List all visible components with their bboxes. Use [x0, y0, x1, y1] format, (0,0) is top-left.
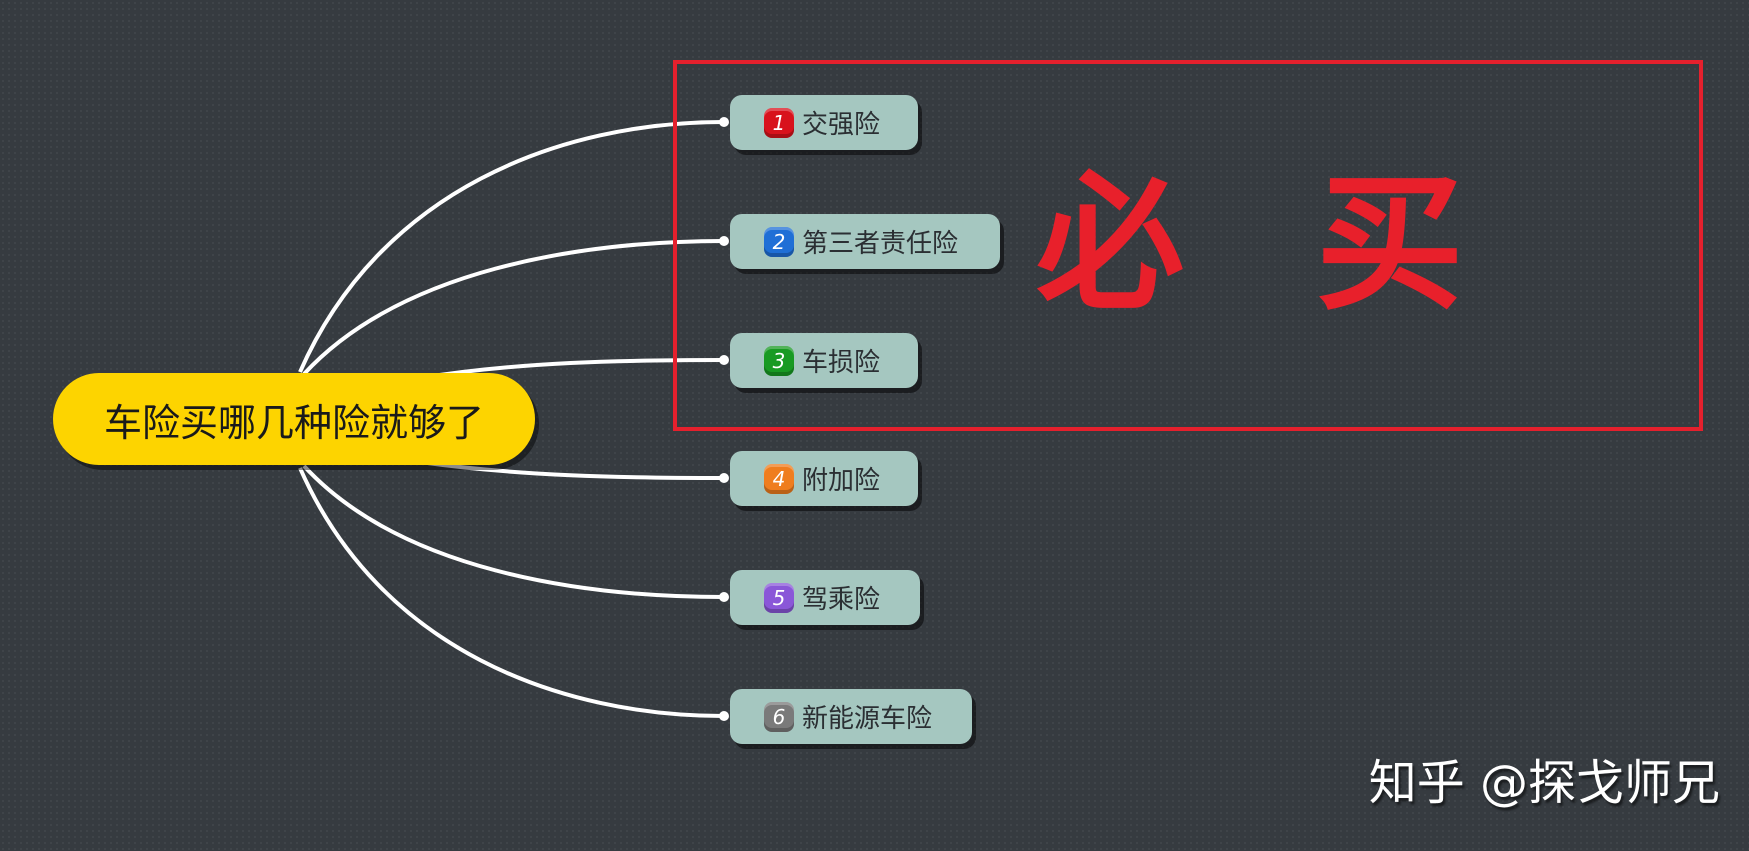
number-badge-2-icon: 2: [764, 226, 794, 257]
branch-label-4: 附加险: [802, 466, 881, 496]
connector-dot-5: [719, 592, 729, 602]
number-badge-3-icon: 3: [764, 345, 794, 376]
branch-label-3: 车损险: [802, 348, 881, 378]
zhihu-watermark: 知乎 @探戈师兄: [1368, 755, 1720, 811]
branch-label-2: 第三者责任险: [802, 229, 959, 259]
connector-dot-1: [719, 117, 729, 127]
branch-label-6: 新能源车险: [802, 704, 933, 734]
branch-node-3[interactable]: 3 车损险: [730, 333, 918, 388]
root-topic-label: 车险买哪几种险就够了: [103, 400, 484, 445]
root-topic[interactable]: 车险买哪几种险就够了: [53, 373, 535, 465]
connector-1: [298, 120, 725, 373]
connector-5: [302, 464, 725, 599]
connector-4: [419, 460, 725, 480]
branch-node-2[interactable]: 2 第三者责任险: [730, 214, 1000, 269]
connector-dot-4: [719, 473, 729, 483]
branch-node-1[interactable]: 1 交强险: [730, 95, 918, 150]
branch-node-5[interactable]: 5 驾乘险: [730, 570, 920, 625]
must-buy-label: 必 买: [1036, 157, 1504, 330]
connector-3: [419, 358, 725, 380]
connector-6: [298, 467, 725, 718]
must-buy-highlight-box: [673, 60, 1703, 431]
branch-node-6[interactable]: 6 新能源车险: [730, 689, 972, 744]
connector-2: [302, 239, 725, 376]
number-badge-1-icon: 1: [764, 107, 794, 138]
number-badge-6-icon: 6: [764, 701, 794, 732]
connector-dot-6: [719, 711, 729, 721]
branch-label-1: 交强险: [802, 110, 881, 140]
branch-node-4[interactable]: 4 附加险: [730, 451, 918, 506]
number-badge-4-icon: 4: [764, 463, 794, 494]
connector-dot-3: [719, 355, 729, 365]
number-badge-5-icon: 5: [764, 582, 794, 613]
branch-label-5: 驾乘险: [802, 585, 881, 615]
connector-dot-2: [719, 236, 729, 246]
